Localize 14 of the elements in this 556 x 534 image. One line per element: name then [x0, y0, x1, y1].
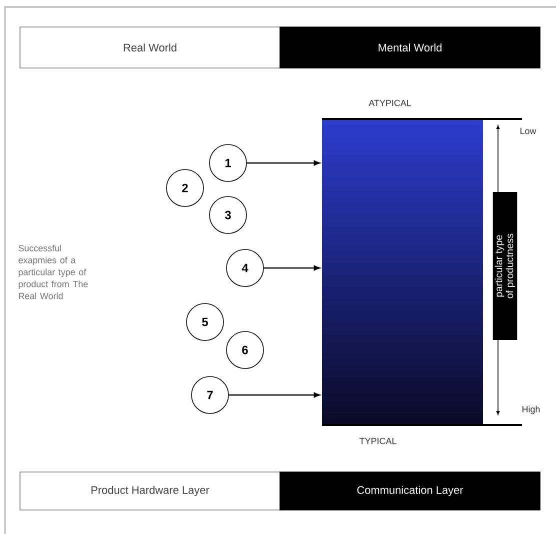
layer-band: Product Hardware Layer — [20, 472, 280, 510]
scale-end-text: High — [522, 406, 540, 414]
heading-text: TYPICAL — [360, 438, 396, 444]
arrow — [246, 160, 320, 166]
arrow — [264, 265, 320, 271]
heading-text: ATYPICAL — [368, 100, 412, 106]
header-band: Real World — [20, 26, 280, 68]
description-text: Successful exapmies of a particular type of product from The Real World — [18, 244, 88, 300]
layer-band: Communication Layer — [280, 472, 540, 510]
arrow — [228, 392, 320, 398]
scale-end-text: Low — [520, 128, 536, 134]
gradient-bar — [322, 119, 483, 426]
scale-label: particular type of productness — [492, 192, 518, 340]
header-band: Mental World — [280, 26, 540, 68]
